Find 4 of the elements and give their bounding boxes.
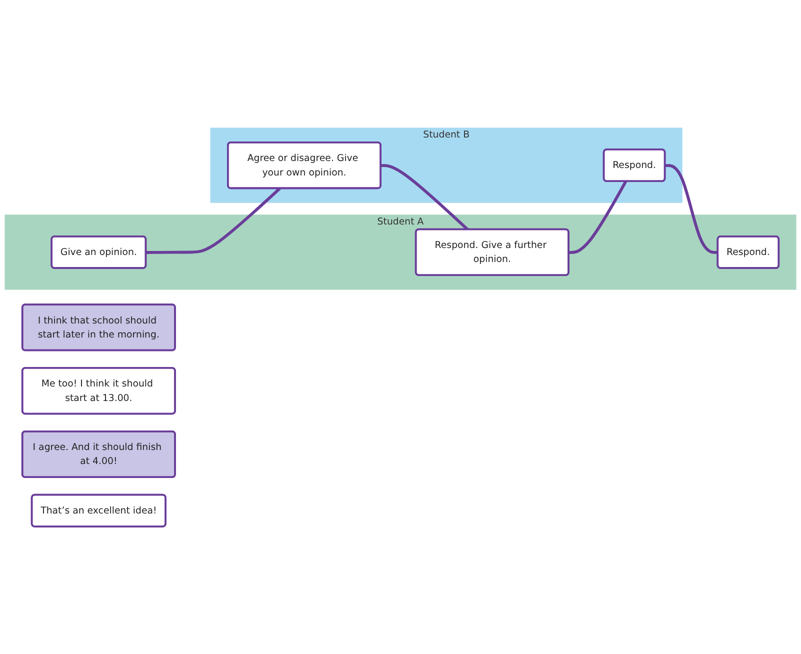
connector [380, 164, 469, 231]
connector [568, 180, 628, 254]
connector [665, 164, 718, 254]
connector [146, 187, 281, 254]
